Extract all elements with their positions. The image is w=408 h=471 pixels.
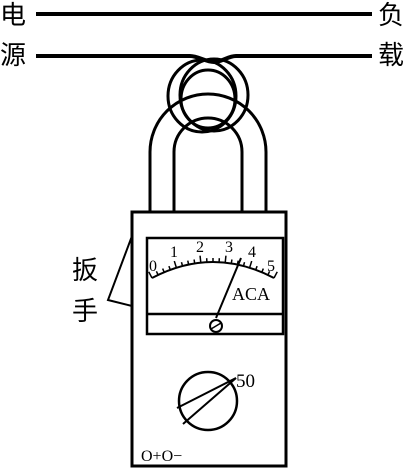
scale-minor-tick xyxy=(261,268,265,273)
scale-major-tick xyxy=(273,271,278,279)
wrench-label-1: 扳 xyxy=(72,256,98,286)
range-value: 50 xyxy=(236,371,255,392)
wrench-leader-lines xyxy=(106,235,133,307)
power-source-label-2: 源 xyxy=(0,41,26,71)
scale-major-tick xyxy=(248,260,253,268)
unit-label: ACA xyxy=(232,284,270,304)
scale-minor-tick xyxy=(242,261,246,267)
scale-minor-tick xyxy=(161,268,165,273)
scale-label-3: 3 xyxy=(225,239,233,256)
scale-label-0: 0 xyxy=(149,258,157,275)
scale-minor-tick xyxy=(267,271,271,276)
scale-label-4: 4 xyxy=(248,244,256,261)
scale-label-1: 1 xyxy=(170,244,178,261)
scale-major-tick xyxy=(173,260,178,268)
range-selector-knob[interactable] xyxy=(176,370,239,432)
meter-needle xyxy=(215,257,242,319)
scale-minor-tick xyxy=(180,261,184,267)
scale-major-tick xyxy=(224,255,227,263)
load-label-1: 负 xyxy=(378,1,404,31)
clamp-jaw xyxy=(148,92,268,212)
scale-minor-tick xyxy=(187,260,190,265)
scale-minor-tick xyxy=(193,259,196,264)
scale-minor-tick xyxy=(230,259,233,264)
scale-minor-tick xyxy=(155,271,159,276)
scale-label-5: 5 xyxy=(267,258,275,275)
scale-tick-marks xyxy=(148,255,278,279)
scale-minor-tick xyxy=(168,265,172,271)
scale-major-tick xyxy=(148,271,153,279)
display-window xyxy=(145,236,285,336)
scale-minor-tick xyxy=(254,265,258,271)
power-source-label-1: 电 xyxy=(0,1,26,31)
scale-label-2: 2 xyxy=(196,239,204,256)
wrench-label-2: 手 xyxy=(72,297,98,327)
zero-adjust-screw[interactable] xyxy=(209,319,223,333)
wires xyxy=(36,12,372,65)
terminals-label: O+O− xyxy=(141,448,182,465)
load-label-2: 载 xyxy=(378,41,404,71)
scale-major-tick xyxy=(199,255,202,263)
